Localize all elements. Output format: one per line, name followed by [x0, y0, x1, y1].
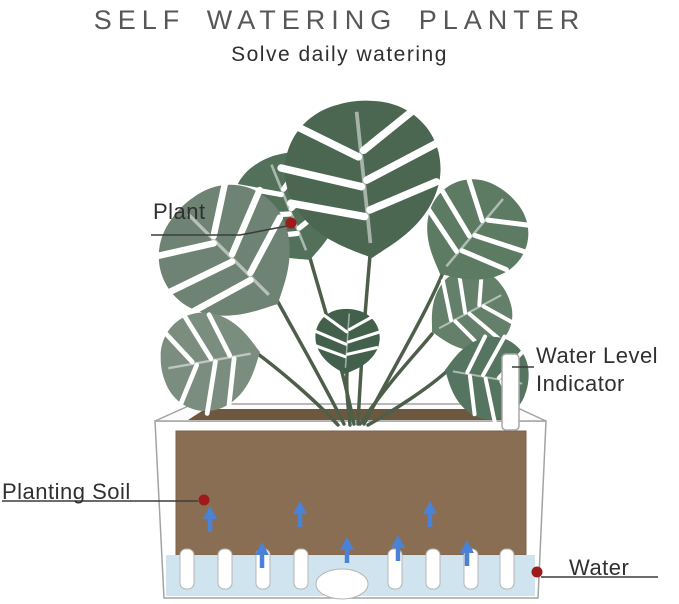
monstera-plant [132, 93, 548, 426]
page-title: SELF WATERING PLANTER [93, 5, 586, 35]
plant-label: Plant [153, 199, 206, 224]
stem [256, 352, 340, 427]
wick-peg [425, 548, 441, 590]
wick-peg [499, 548, 515, 590]
soil-front [175, 430, 527, 556]
callout-dot-water [531, 566, 543, 578]
reservoir-dome [315, 568, 369, 600]
planting-soil-label: Planting Soil [2, 479, 131, 504]
callout-dot-plant [285, 217, 297, 229]
stem [358, 332, 434, 426]
leader-line-plant [151, 225, 288, 236]
callout-dots [198, 217, 543, 578]
wick-pegs [179, 548, 515, 600]
leader-lines [2, 225, 658, 578]
monstera-leaf [310, 305, 384, 378]
planter-box [154, 403, 547, 600]
stem [366, 370, 448, 427]
water-level-indicator-tube [501, 353, 520, 431]
stem [276, 300, 346, 426]
water-level-indicator-label-line1: Water Level [536, 343, 659, 368]
callout-dot-planting-soil [198, 494, 210, 506]
wick-peg [179, 548, 195, 590]
wick-peg [293, 548, 309, 590]
monstera-leaf [153, 303, 269, 420]
page-subtitle: Solve daily watering [231, 43, 448, 66]
water-level-indicator-label-line2: Indicator [536, 371, 625, 396]
wick-peg [217, 548, 233, 590]
water-label: Water [569, 555, 630, 580]
